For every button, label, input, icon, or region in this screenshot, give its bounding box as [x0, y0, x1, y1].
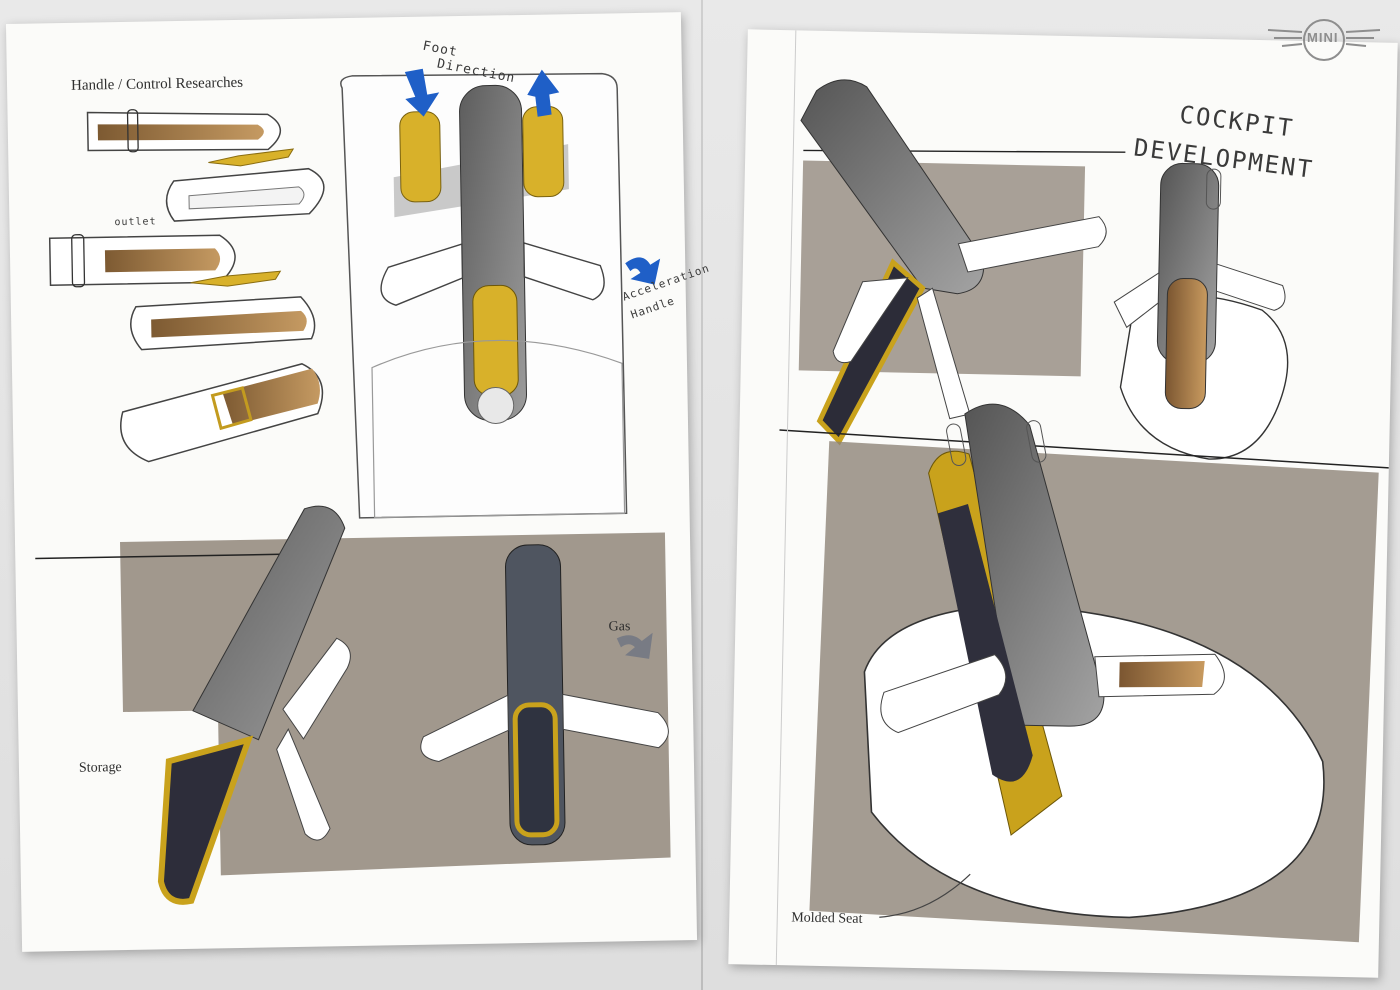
gas-annotation: Gas [608, 619, 631, 635]
brand-name: MINI [1307, 30, 1339, 45]
handle-sketch-4 [130, 270, 316, 351]
cockpit-gas-sketch [420, 544, 669, 846]
arrow-curve-icon [625, 257, 661, 285]
book-spine [701, 0, 703, 990]
handle-sketch-3 [48, 234, 236, 288]
storage-annotation: Storage [78, 760, 122, 776]
cockpit-dev-sketch-2 [1113, 162, 1289, 460]
cockpit-dev-sketch-1 [800, 79, 1107, 446]
right-page-sketches [775, 30, 1389, 966]
arrow-left-icon [404, 68, 440, 117]
cockpit-angle-sketch [157, 505, 351, 905]
handle-sketch-1 [86, 109, 282, 153]
arrow-right-icon [527, 69, 560, 117]
outlet-annotation: outlet [114, 216, 157, 229]
cockpit-top-sketch [340, 72, 628, 519]
handle-research-title: Handle / Control Researches [70, 74, 244, 94]
molded-seat-annotation: Molded Seat [791, 910, 863, 927]
left-page-sketches [35, 68, 671, 905]
cockpit-dev-sketch-3 [863, 403, 1325, 919]
right-sketch-page: COCKPIT DEVELOPMENT Molded Seat [728, 29, 1398, 978]
mini-wings-logo-icon: MINI [1264, 16, 1384, 64]
left-sketch-page: Handle / Control Researches Foot Directi… [5, 12, 711, 952]
handle-sketch-2 [165, 148, 325, 222]
handle-sketch-5 [120, 363, 324, 463]
